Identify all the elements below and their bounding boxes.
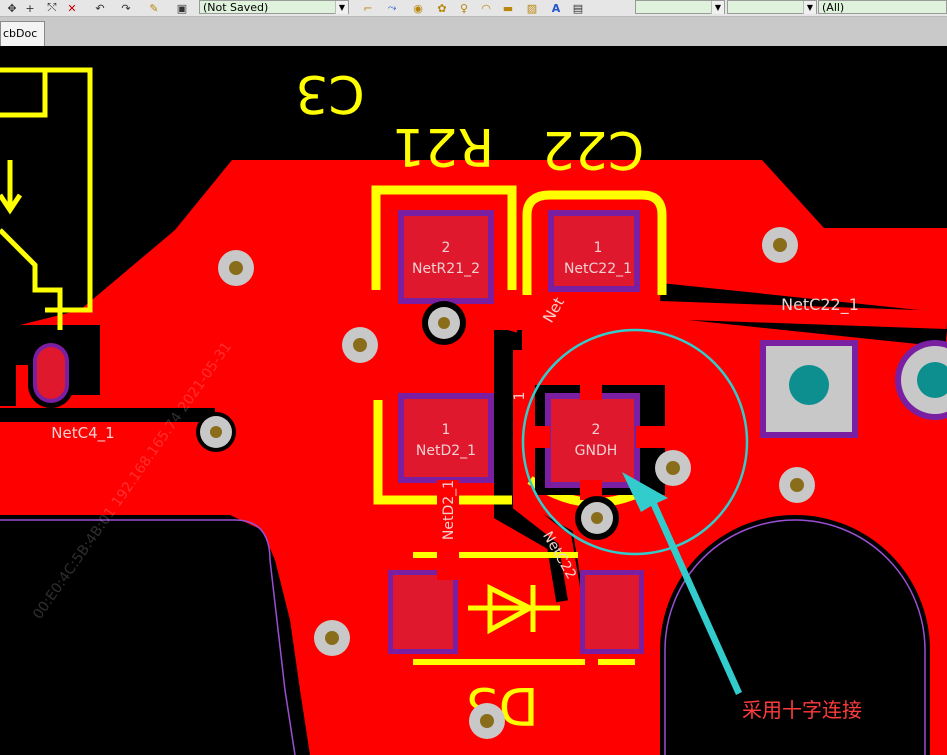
class-combo[interactable]: ▼: [635, 0, 725, 14]
fill-icon[interactable]: ▨: [526, 1, 538, 15]
via-icon[interactable]: ✿: [437, 1, 447, 15]
pad-number: 2: [592, 422, 601, 438]
pad-gndh[interactable]: 2 GNDH: [520, 380, 670, 500]
designator-r21: R21: [392, 116, 494, 176]
designator-c22: C22: [542, 119, 644, 179]
net-label-netc22-1: NetC22_1: [781, 295, 859, 315]
board-cutout: [660, 515, 930, 755]
via[interactable]: [575, 496, 619, 540]
chevron-down-icon[interactable]: ▼: [711, 1, 724, 14]
brush-icon[interactable]: ✎: [149, 1, 159, 15]
net-label-netc4-1: NetC4_1: [51, 424, 114, 443]
oval-pad[interactable]: [28, 338, 74, 408]
designator-c3: C3: [295, 63, 364, 123]
thru-hole-pad[interactable]: [760, 340, 858, 438]
chevron-down-icon[interactable]: ▼: [803, 1, 816, 14]
cross-icon[interactable]: +: [25, 1, 35, 15]
highlight-circle: [521, 328, 749, 556]
clearance-gap: [0, 325, 100, 395]
via[interactable]: [779, 467, 815, 503]
silkscreen-outline: [522, 190, 667, 295]
chevron-down-icon[interactable]: ▼: [335, 1, 348, 14]
pad-number: 1: [594, 240, 603, 256]
pad-net-label: NetC22_1: [564, 261, 632, 277]
net-label-netd2-vertical: NetD2_1: [441, 480, 457, 540]
component-icon[interactable]: ♀: [459, 1, 469, 15]
delete-icon[interactable]: ✕: [67, 1, 77, 15]
annotation-arrow-icon: [622, 472, 742, 695]
undo-icon[interactable]: ↶: [95, 1, 105, 15]
toolbar: ✥ + ⤲ ✕ ↶ ↷ ✎ ▣ (Not Saved) ▼ ⌐ ⤳ ◉ ✿ ♀ …: [0, 0, 947, 17]
diode-symbol-icon: [468, 583, 560, 635]
via[interactable]: [655, 450, 691, 486]
silkscreen-outline: [0, 160, 63, 330]
via[interactable]: [342, 327, 378, 363]
text-icon[interactable]: A: [551, 1, 561, 15]
pad-d3-2[interactable]: [580, 570, 644, 654]
pad-c22-1[interactable]: 1 NetC22_1: [548, 210, 640, 292]
dimension-icon[interactable]: ▤: [572, 1, 584, 15]
oval-pad[interactable]: [0, 340, 16, 406]
silkscreen-outline: [373, 400, 512, 505]
tab-pcb-document[interactable]: cbDoc *: [0, 21, 45, 64]
pcb-canvas[interactable]: C3 R21 C22 D3 2 NetR21_2 1 NetC22_1 1 Ne…: [0, 46, 947, 755]
component-icon[interactable]: ▣: [176, 1, 188, 15]
pad-r21-2[interactable]: 2 NetR21_2: [398, 210, 494, 304]
layer-combo-value: (Not Saved): [203, 1, 269, 14]
thru-hole-pad[interactable]: [895, 340, 947, 420]
pad-net-label: NetR21_2: [412, 261, 480, 277]
silkscreen-outline: [0, 67, 48, 118]
via[interactable]: [422, 301, 466, 345]
filter-combo[interactable]: (All): [818, 0, 947, 14]
select-icon[interactable]: ⤲: [47, 1, 57, 14]
filter-combo-value: (All): [822, 1, 845, 14]
annotation-label: 采用十字连接: [742, 698, 862, 722]
fill-icon[interactable]: ▬: [502, 1, 514, 15]
redo-icon[interactable]: ↷: [121, 1, 131, 15]
layer-combo[interactable]: (Not Saved) ▼: [199, 0, 349, 14]
pad-d2-1[interactable]: 1 NetD2_1: [398, 393, 494, 483]
route-icon[interactable]: ⤳: [387, 1, 397, 14]
pad-icon[interactable]: ◉: [413, 1, 423, 15]
via[interactable]: [218, 250, 254, 286]
pad-number: 2: [442, 240, 451, 256]
pad-d3-1[interactable]: [388, 570, 458, 654]
route-icon[interactable]: ⌐: [363, 1, 373, 15]
document-tab-bar: cbDoc *: [0, 17, 947, 64]
pad-net-label: NetD2_1: [416, 443, 476, 459]
pad-net-label: GNDH: [575, 443, 618, 459]
net-combo[interactable]: ▼: [727, 0, 817, 14]
via[interactable]: [314, 620, 350, 656]
silkscreen-outline: [371, 185, 517, 290]
net-label-pad-fragment: 1: [512, 392, 528, 401]
via[interactable]: [469, 703, 505, 739]
board-outline: [664, 519, 926, 755]
move-icon[interactable]: ✥: [7, 1, 17, 15]
pad-number: 1: [442, 422, 451, 438]
board-outline: [0, 519, 296, 755]
arc-icon[interactable]: ◠: [481, 1, 491, 15]
via[interactable]: [762, 227, 798, 263]
via[interactable]: [196, 412, 236, 452]
